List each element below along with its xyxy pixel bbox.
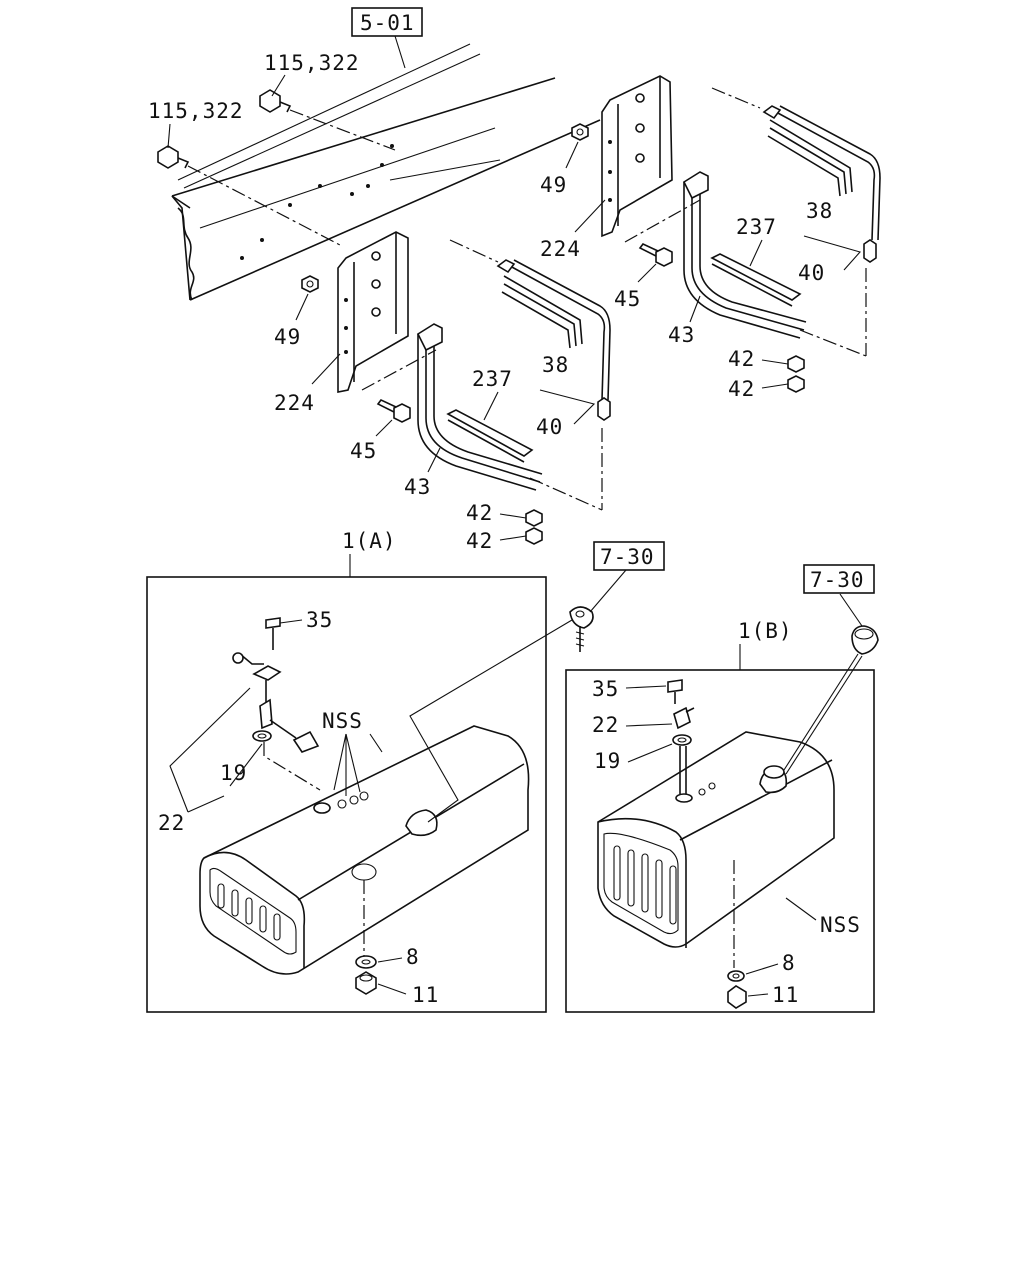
callout-pad-38-left: 38 xyxy=(542,353,569,377)
callout-bolt-upper: 115,322 xyxy=(264,51,360,75)
tank-b-box xyxy=(565,669,875,1013)
tank-a-sender xyxy=(232,652,320,753)
callout-nut-49-left: 49 xyxy=(274,325,301,349)
pad-38-right xyxy=(767,119,853,197)
callout-band-43-left: 43 xyxy=(404,475,431,499)
band-40-left xyxy=(496,259,611,421)
band-43-right xyxy=(682,171,807,339)
callout-pad-237-right: 237 xyxy=(736,215,777,239)
callout-bracket-224-right: 224 xyxy=(540,237,581,261)
tank-a-body xyxy=(199,725,530,975)
callout-nut-42-left-1: 42 xyxy=(466,501,493,525)
tank-b-washer-8 xyxy=(727,970,745,982)
callout-bolt-45-left: 45 xyxy=(350,439,377,463)
pad-237-right xyxy=(710,253,802,307)
tank-b-label: 1(B) xyxy=(738,619,793,643)
filler-ref-box-a: 7-30 xyxy=(589,541,665,613)
tank-a-plug-11 xyxy=(355,971,377,995)
band-43-left xyxy=(416,323,543,491)
band-40-right xyxy=(762,105,881,263)
nut-42-left-1 xyxy=(525,509,543,527)
callout-nut-42-left-2: 42 xyxy=(466,529,493,553)
tank-b-plug-11 xyxy=(727,985,747,1009)
tank-b-callout-8: 8 xyxy=(782,951,796,975)
nut-42-right-1 xyxy=(787,355,805,373)
filler-ref-b-label: 7-30 xyxy=(810,568,865,592)
bolt-45-right xyxy=(638,243,673,267)
tank-a-callout-11: 11 xyxy=(412,983,439,1007)
bracket-224-right xyxy=(601,75,673,238)
nut-42-right-2 xyxy=(787,375,805,393)
tank-b-body xyxy=(597,731,835,948)
tank-a-callout-22: 22 xyxy=(158,811,185,835)
tank-b-sender-22 xyxy=(673,706,695,730)
callout-band-40-left: 40 xyxy=(536,415,563,439)
callout-bolt-45-right: 45 xyxy=(614,287,641,311)
tank-b-callout-11: 11 xyxy=(772,983,799,1007)
tank-b-gasket-19 xyxy=(672,734,692,794)
callout-nut-42-right-1: 42 xyxy=(728,347,755,371)
filler-cap-a xyxy=(569,606,594,652)
callout-pad-237-left: 237 xyxy=(472,367,513,391)
pad-237-left xyxy=(446,409,534,463)
tank-a-screw-35 xyxy=(265,617,281,650)
callout-band-40-right: 40 xyxy=(798,261,825,285)
callout-bolt-lower: 115,322 xyxy=(148,99,244,123)
frame-ref-box: 5-01 xyxy=(351,7,423,69)
pad-38-left xyxy=(501,275,583,349)
bolt-115-322-upper xyxy=(259,89,396,151)
tank-a-callout-8: 8 xyxy=(406,945,420,969)
tank-b-callout-19: 19 xyxy=(594,749,621,773)
tank-b-callout-35: 35 xyxy=(592,677,619,701)
filler-ref-a-label: 7-30 xyxy=(600,545,655,569)
callout-nut-49-right: 49 xyxy=(540,173,567,197)
tank-b-callout-22: 22 xyxy=(592,713,619,737)
callout-nut-42-right-2: 42 xyxy=(728,377,755,401)
tank-a-label: 1(A) xyxy=(342,529,397,553)
callout-pad-38-right: 38 xyxy=(806,199,833,223)
tank-b-screw-35 xyxy=(667,679,683,704)
callout-bracket-224-left: 224 xyxy=(274,391,315,415)
bracket-224-left xyxy=(337,231,409,393)
tank-a-callout-35: 35 xyxy=(306,608,333,632)
bolt-115-322-lower xyxy=(157,145,341,246)
nut-42-left-2 xyxy=(525,527,543,545)
tank-a-gasket-19 xyxy=(252,730,272,742)
callout-band-43-right: 43 xyxy=(668,323,695,347)
frame-holes xyxy=(240,144,394,260)
tank-a-washer-8 xyxy=(355,955,377,969)
tank-b-nss: NSS xyxy=(820,913,861,937)
filler-ref-box-b: 7-30 xyxy=(803,564,875,627)
frame-ref-label: 5-01 xyxy=(360,11,415,35)
nut-49-left xyxy=(301,275,319,293)
filler-cap-b xyxy=(851,625,879,655)
nut-49-right xyxy=(571,123,589,141)
frame-rail xyxy=(171,43,601,301)
tank-a-nss: NSS xyxy=(322,709,363,733)
bolt-45-left xyxy=(376,399,411,423)
